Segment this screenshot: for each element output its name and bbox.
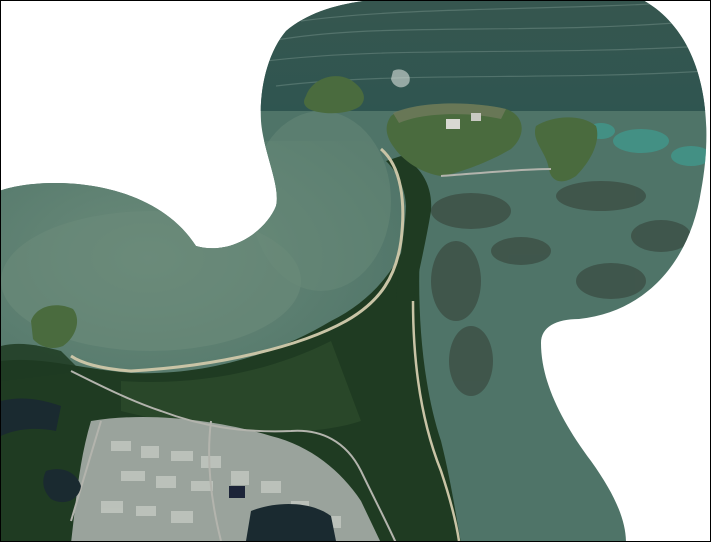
seagrass-beds (431, 181, 691, 396)
headland-island (386, 103, 522, 176)
bay-shallows (251, 111, 391, 291)
roads (70, 370, 397, 541)
islet-surf (391, 69, 410, 88)
tombolo-spit (386, 156, 432, 301)
urban-blocks (101, 441, 341, 528)
east-beach (411, 300, 461, 541)
headland-rock-edge (393, 103, 506, 123)
dark-roof-building (229, 486, 245, 498)
spit-beach (70, 147, 405, 373)
western-headland (31, 305, 78, 349)
causeway (440, 168, 552, 177)
lighthouse-building (446, 119, 460, 129)
lake-south (246, 504, 336, 541)
mainland-forest-light (121, 341, 361, 432)
western-headland-edge (1, 343, 81, 381)
lake-west (43, 469, 81, 503)
east-island (534, 117, 598, 182)
northern-islet (304, 76, 364, 114)
estuary-channel (1, 398, 61, 436)
headland-building (471, 113, 481, 121)
